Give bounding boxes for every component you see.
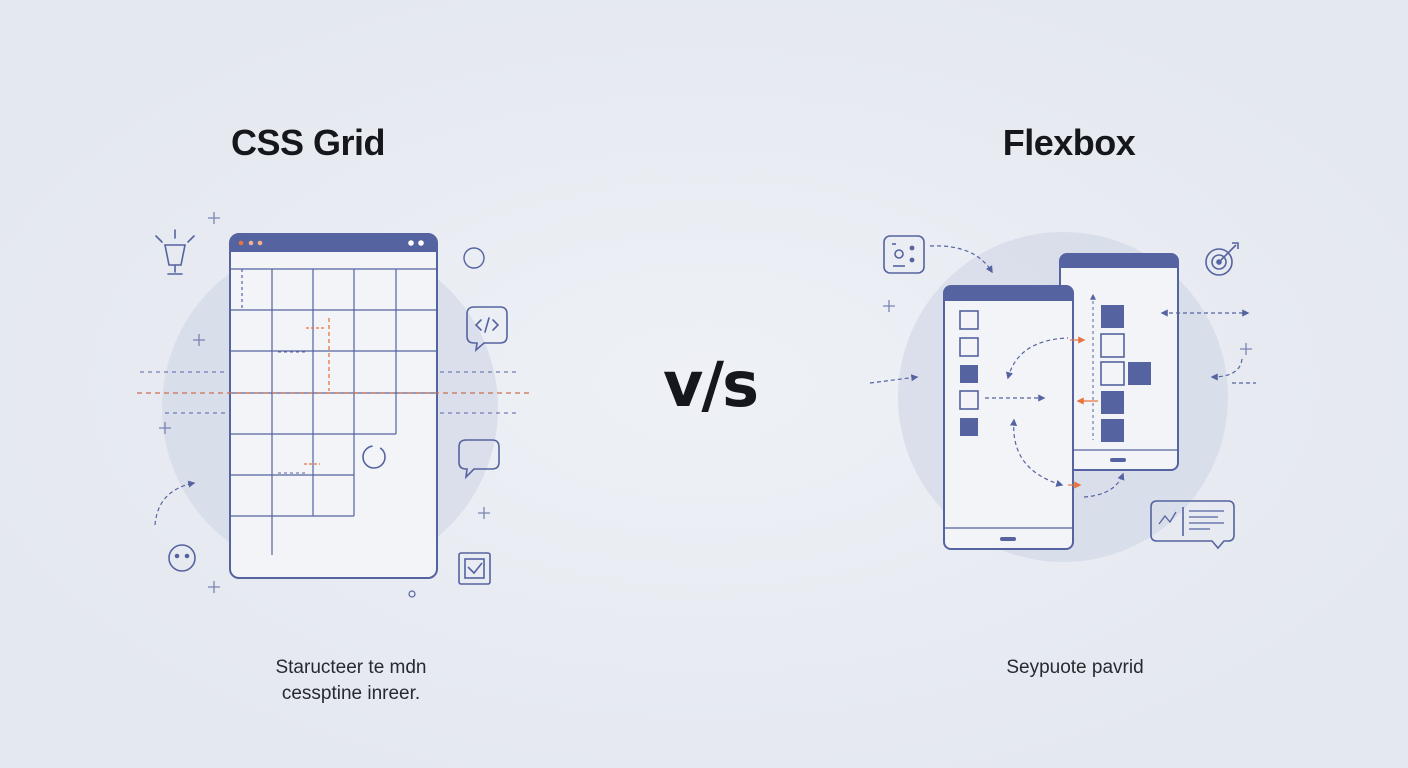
phone-back: [1059, 253, 1179, 471]
chat-bubble-icon: [458, 439, 500, 480]
chart-note-icon: [1150, 500, 1235, 550]
flex-box: [1128, 362, 1151, 385]
flex-box: [959, 390, 979, 410]
flex-box: [1101, 419, 1124, 442]
css-grid-caption-line-1: Staructeer te mdn: [275, 657, 427, 678]
code-bubble-icon: [466, 306, 508, 353]
flexbox-illustration: [869, 232, 1256, 562]
flex-box: [960, 418, 978, 436]
curved-arrow: [154, 480, 196, 526]
target-icon: [1205, 242, 1239, 276]
window-dot: [238, 240, 244, 246]
css-grid-caption-line-2: cessptine inreer.: [281, 683, 421, 704]
flex-box: [1100, 361, 1125, 386]
checkbox-icon: [458, 552, 491, 585]
grid-guides: [137, 318, 532, 474]
flex-box: [960, 365, 978, 383]
versus-label: v/s: [663, 348, 759, 421]
flex-box: [959, 337, 979, 357]
phone-front: [943, 285, 1074, 550]
flex-box: [1101, 391, 1124, 414]
window-dot: [418, 240, 424, 246]
flexbox-title: Flexbox: [1002, 122, 1136, 163]
flex-arrows: [869, 245, 1256, 498]
lightbulb-icon: [155, 229, 195, 275]
flex-box: [959, 310, 979, 330]
css-grid-title: CSS Grid: [230, 122, 386, 163]
window-dot: [257, 240, 263, 246]
css-grid-caption: Staructeer te mdn cessptine inreer.: [191, 655, 511, 707]
plus-marks: [883, 300, 1252, 355]
flexbox-caption: Seypuote pavrid: [1006, 657, 1144, 678]
grid-browser-window: [229, 233, 438, 579]
small-circle-icon: [463, 247, 485, 269]
small-dot-icon: [408, 590, 416, 598]
flex-box: [1100, 333, 1125, 358]
loading-ring-icon: [362, 445, 386, 469]
css-grid-illustration: [137, 212, 532, 598]
face-detect-icon: [883, 235, 925, 274]
window-dot: [248, 240, 254, 246]
plus-marks: [159, 212, 490, 593]
grid-lines: [230, 268, 437, 555]
flex-box: [1101, 305, 1124, 328]
smiley-icon: [168, 544, 196, 572]
window-dot: [408, 240, 414, 246]
